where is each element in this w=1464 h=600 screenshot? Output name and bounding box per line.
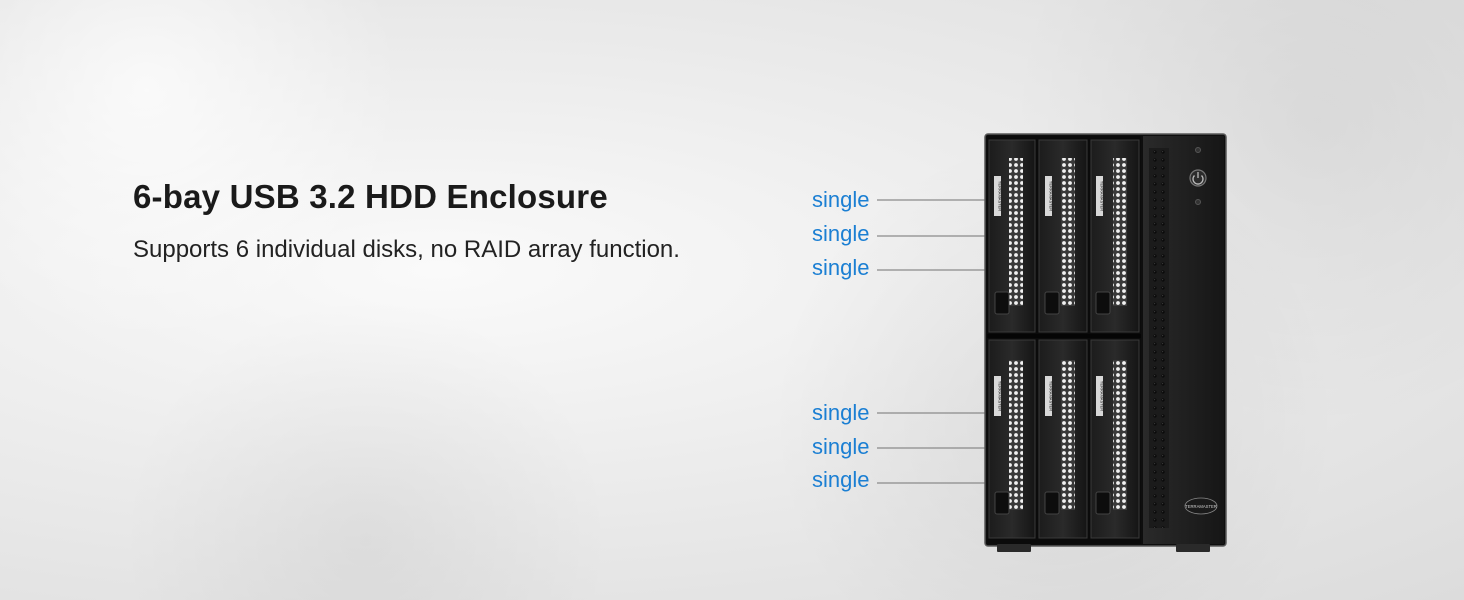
status-led xyxy=(1195,147,1201,153)
enclosure-foot xyxy=(997,544,1031,552)
callout-label-bottom-1: single xyxy=(812,400,870,425)
svg-text:TERRAMASTER: TERRAMASTER xyxy=(998,181,1003,211)
svg-text:TERRAMASTER: TERRAMASTER xyxy=(1100,381,1105,411)
enclosure-foot xyxy=(1176,544,1210,552)
ventilation-grille xyxy=(1149,148,1169,528)
svg-text:TERRAMASTER: TERRAMASTER xyxy=(1049,381,1054,411)
power-icon xyxy=(1192,175,1204,185)
drive-tray-bottom-2[interactable]: TERRAMASTER xyxy=(1038,339,1088,539)
drive-tray-top-2[interactable]: TERRAMASTER xyxy=(1038,139,1088,333)
product-description: Supports 6 individual disks, no RAID arr… xyxy=(133,236,680,263)
status-led xyxy=(1195,199,1201,205)
hdd-enclosure-illustration: TERRAMASTER TERRAMASTER TERRAMASTER TERR… xyxy=(984,133,1227,552)
drive-tray-bottom-1[interactable]: TERRAMASTER xyxy=(988,339,1036,539)
drive-tray-top-1[interactable]: TERRAMASTER xyxy=(988,139,1036,333)
callout-label-top-2: single xyxy=(812,221,870,246)
callout-label-bottom-2: single xyxy=(812,434,870,459)
svg-text:TERRAMASTER: TERRAMASTER xyxy=(1185,504,1217,509)
svg-text:TERRAMASTER: TERRAMASTER xyxy=(998,381,1003,411)
svg-text:TERRAMASTER: TERRAMASTER xyxy=(1100,181,1105,211)
callout-label-bottom-3: single xyxy=(812,467,870,492)
drive-tray-bottom-3[interactable]: TERRAMASTER xyxy=(1090,339,1140,539)
callout-label-top-3: single xyxy=(812,255,870,280)
svg-text:TERRAMASTER: TERRAMASTER xyxy=(1049,181,1054,211)
brand-badge: TERRAMASTER xyxy=(1184,497,1218,515)
callout-label-top-1: single xyxy=(812,187,870,212)
drive-tray-top-3[interactable]: TERRAMASTER xyxy=(1090,139,1140,333)
product-headline: 6-bay USB 3.2 HDD Enclosure xyxy=(133,178,608,215)
